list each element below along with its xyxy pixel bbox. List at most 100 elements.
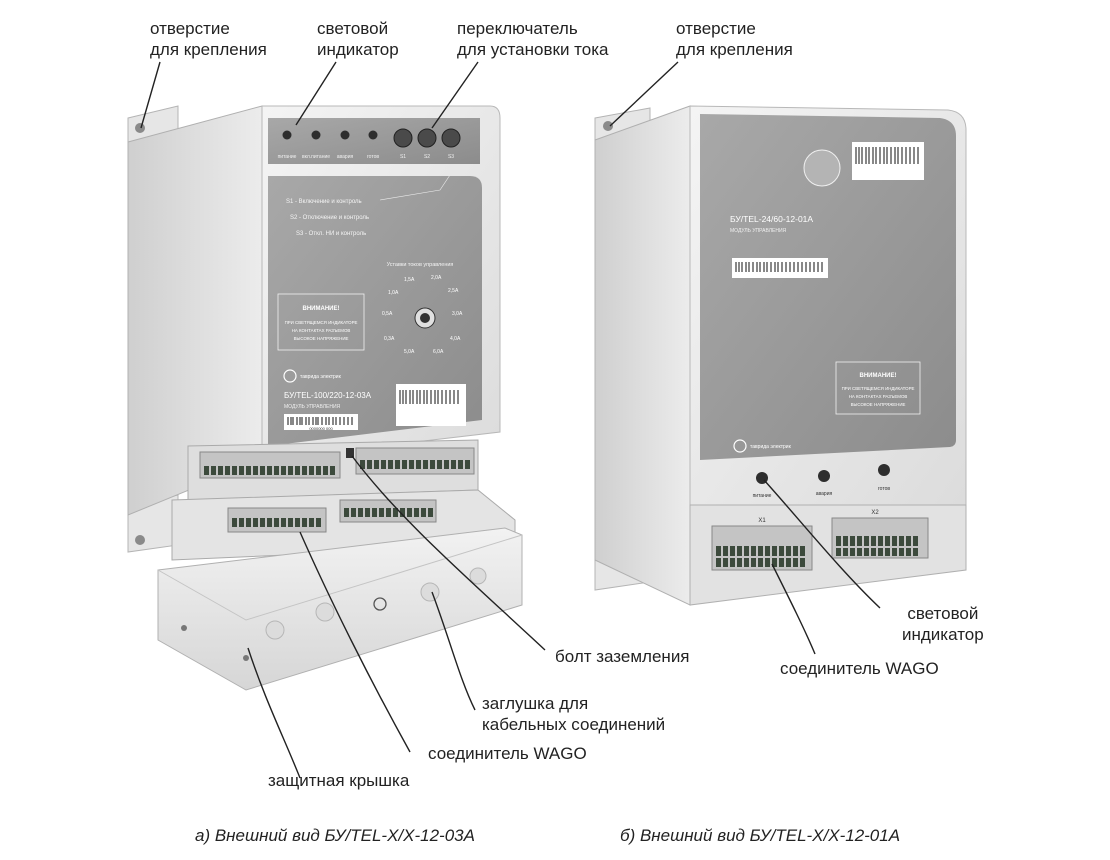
leader-right-wago [771,563,816,655]
left-cover-screw-2 [243,655,249,661]
label-left-indicator-line-2: индикатор [317,40,399,59]
label-left-indicator: световой индикатор [317,18,399,60]
left-cover-plug-2 [315,602,335,622]
caption-left: а) Внешний вид БУ/TEL-X/X-12-03A [195,826,475,845]
right-warning-line-1: ПРИ СВЕТЯЩЕМСЯ ИНДИКАТОРЕ [842,386,915,391]
left-strip-label-1: питание [278,154,297,160]
leader-left-mount-hole [140,61,161,129]
device-left: питание вкл.питание авария готов S1 S2 S… [127,105,523,691]
label-left-wago: соединитель WAGO [428,743,587,764]
label-cable-plug-line-2: кабельных соединений [482,715,666,734]
left-strip-label-7: S3 [448,154,454,160]
left-dial-value-4: 2,5А [448,288,459,294]
label-ground-bolt: болт заземления [555,646,690,667]
left-barcode-number: 0000000 000 [309,426,333,431]
right-brand-name: таврида электрик [750,444,792,450]
left-dial-title: Уставки токов управления [387,262,454,268]
left-switch-line-3: S3 - Откл. НИ и контроль [296,231,366,237]
right-warning-box [835,361,921,415]
left-dial-value-5: 0,5А [382,311,393,317]
left-switch-line-1: S1 - Включение и контроль [286,199,362,205]
left-model-name: БУ/TEL-100/220-12-03А [284,391,372,400]
label-right-wago-text: соединитель WAGO [780,659,939,678]
left-strip-label-4: готов [367,154,379,160]
right-warning-line-2: НА КОНТАКТАХ РАЗЪЕМОВ [849,394,908,399]
label-left-wago-text: соединитель WAGO [428,744,587,763]
right-terminal-x2 [831,517,929,559]
left-cover-edge [157,534,523,621]
left-dial-value-2: 2,0А [431,275,442,281]
right-housing-side [594,105,691,606]
leader-protective-cover [247,647,301,779]
right-led-power-label: питание [753,493,772,499]
left-ground-bolt [346,448,354,458]
left-cover-plug-1 [265,620,285,640]
label-left-mount-hole: отверстие для крепления [150,18,267,60]
right-terminal-x1 [711,525,813,571]
label-current-switch-line-2: для установки тока [457,40,609,59]
leader-cable-plug [431,591,476,711]
leader-left-indicator [295,61,337,126]
left-cover-plug-4 [469,567,487,585]
left-cover-logo [373,597,387,611]
right-model-subtitle: МОДУЛЬ УПРАВЛЕНИЯ [730,228,787,234]
label-current-switch-line-1: переключатель [457,19,578,38]
label-left-mount-hole-line-2: для крепления [150,40,267,59]
left-switch-line-2: S2 - Отключение и контроль [290,215,369,221]
left-led-1 [282,130,292,140]
label-cable-plug: заглушка для кабельных соединений [482,693,665,735]
label-protective-cover-text: защитная крышка [268,771,410,790]
left-warning-box [277,293,365,351]
left-terminal-block-3 [227,507,327,533]
left-warning-title: ВНИМАНИЕ! [303,306,340,312]
left-terminal-block-2 [355,447,475,475]
label-right-mount-hole: отверстие для крепления [676,18,793,60]
right-middle-barcode-label [732,258,828,278]
left-dial-value-10: 6,0А [433,349,444,355]
left-cover-screw-1 [181,625,187,631]
left-dial-value-1: 1,5А [404,277,415,283]
left-dial-value-7: 0,3А [384,336,395,342]
left-dial-center [420,313,430,323]
leader-left-wago [299,531,411,753]
right-warning-title: ВНИМАНИЕ! [860,373,897,379]
leader-right-indicator [763,479,881,609]
left-switch-s2 [417,128,437,148]
label-ground-bolt-text: болт заземления [555,647,690,666]
left-cover-plug-3 [420,582,440,602]
left-model-subtitle: МОДУЛЬ УПРАВЛЕНИЯ [284,404,341,410]
label-current-switch: переключатель для установки тока [457,18,608,60]
left-led-2 [311,130,321,140]
label-right-indicator-line-1: световой [907,604,979,623]
label-cable-plug-line-1: заглушка для [482,694,589,713]
right-main-panel [700,114,956,460]
label-left-indicator-line-1: световой [317,19,389,38]
leader-ground-bolt [351,455,546,651]
right-led-ready-label: готов [878,486,890,492]
right-top-barcode [855,147,919,164]
right-led-alarm [818,470,830,482]
label-right-indicator: световой индикатор [902,603,984,645]
left-dial-value-9: 5,0А [404,349,415,355]
right-mount-hole-top [603,121,613,131]
left-brand-logo [283,369,297,383]
device-right: БУ/TEL-24/60-12-01А МОДУЛЬ УПРАВЛЕНИЯ ВН… [594,105,967,606]
right-model-name: БУ/TEL-24/60-12-01А [730,214,813,224]
right-brand-logo [733,439,747,453]
left-strip-label-3: авария [337,154,354,160]
left-mount-hole-top [135,123,145,133]
left-brand-name: таврида электрик [300,374,342,380]
left-warning-line-3: ВЫСОКОЕ НАПРЯЖЕНИЕ [294,336,349,341]
right-round-sticker [803,149,841,187]
left-warning-line-1: ПРИ СВЕТЯЩЕМСЯ ИНДИКАТОРЕ [285,320,358,325]
left-mount-hole-bottom [135,535,145,545]
left-main-panel [268,176,482,446]
right-led-ready [878,464,890,476]
label-right-mount-hole-line-1: отверстие [676,19,756,38]
left-strip-label-2: вкл.питание [302,154,330,160]
label-right-indicator-line-2: индикатор [902,625,984,644]
left-terminal-block-4 [339,499,437,523]
leader-current-switch [431,61,479,129]
